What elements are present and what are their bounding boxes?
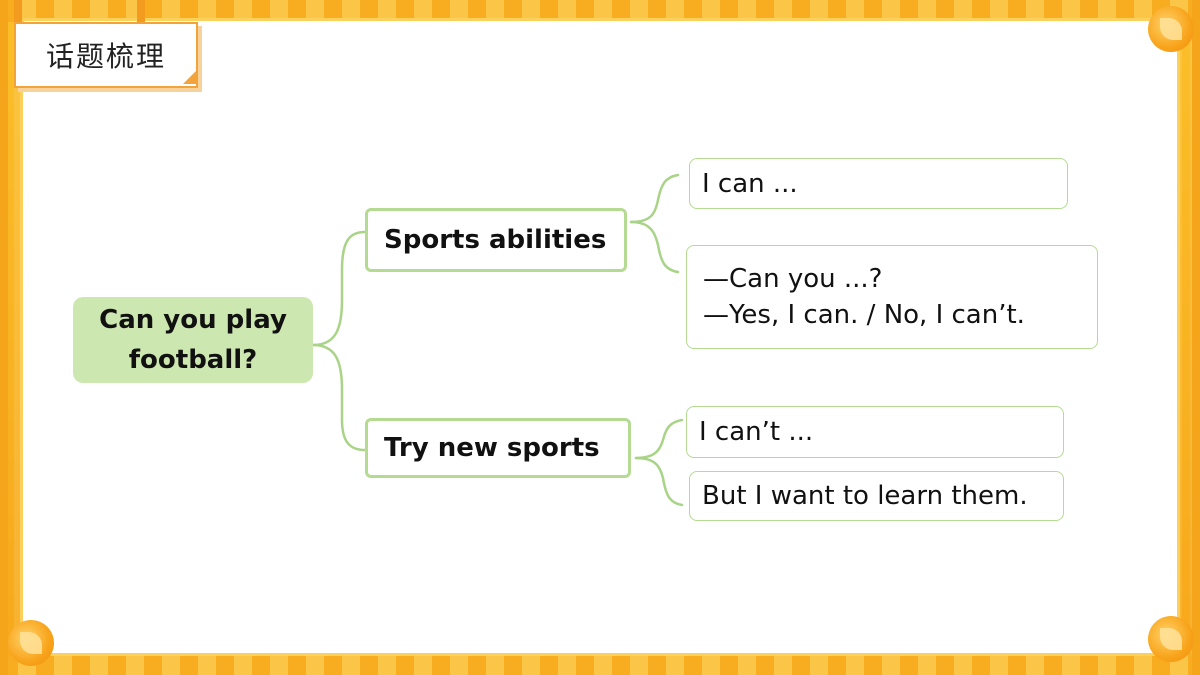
root-node-line: Can you play <box>99 305 287 335</box>
corner-ornament-bottom-right <box>1148 616 1194 662</box>
root-node: Can you play football? <box>73 297 313 383</box>
link-try-new-sports-to-want-learn <box>634 456 684 507</box>
branch-node-sports-abilities: Sports abilities <box>365 208 627 272</box>
right-border-bar <box>1192 0 1200 675</box>
leaf-node-i-cant: I can’t ... <box>686 406 1064 458</box>
title-ribbon-strip <box>14 0 22 22</box>
leaf-node-can-you: —Can you ...? —Yes, I can. / No, I can’t… <box>686 245 1098 349</box>
leaf-node-line: —Yes, I can. / No, I can’t. <box>703 300 1025 330</box>
page-title: 话题梳理 <box>14 22 198 88</box>
leaf-node-want-to-learn: But I want to learn them. <box>689 471 1064 521</box>
top-stripe <box>0 0 1200 22</box>
leaf-node-line: —Can you ...? <box>703 264 883 294</box>
link-sports-abilities-to-i-can <box>629 173 680 224</box>
bottom-stripe <box>0 655 1200 675</box>
branch-node-try-new-sports: Try new sports <box>365 418 631 478</box>
title-ribbon-strip <box>137 0 145 22</box>
corner-ornament-top-right <box>1148 6 1194 52</box>
link-root-to-sports-abilities <box>311 230 367 347</box>
link-try-new-sports-to-i-cant <box>634 418 684 460</box>
link-sports-abilities-to-can-you <box>629 220 680 274</box>
leaf-node-i-can: I can ... <box>689 158 1068 209</box>
left-border-bar <box>0 0 8 675</box>
corner-ornament-bottom-left <box>8 620 54 666</box>
link-root-to-try-new-sports <box>311 343 367 452</box>
root-node-line: football? <box>128 345 258 375</box>
title-fold-corner <box>183 70 197 84</box>
